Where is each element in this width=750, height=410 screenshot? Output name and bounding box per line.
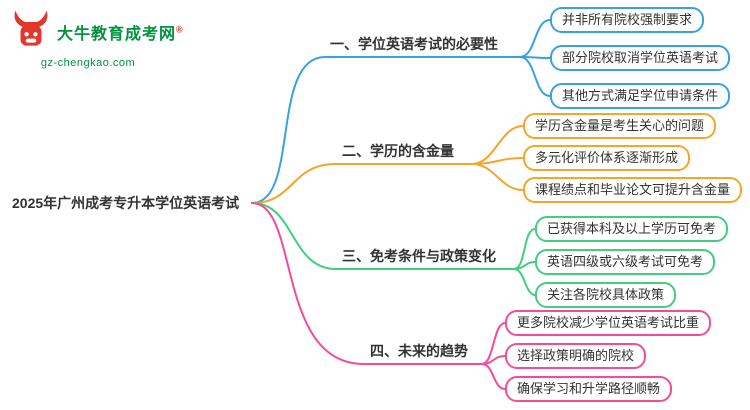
registered-mark: ® bbox=[176, 24, 184, 35]
leaf-node: 其他方式满足学位申请条件 bbox=[550, 83, 731, 109]
leaf-node: 英语四级或六级考试可免考 bbox=[535, 249, 716, 275]
leaf-node: 多元化评价体系逐渐形成 bbox=[523, 145, 691, 171]
leaf-node: 已获得本科及以上学历可免考 bbox=[535, 216, 729, 242]
logo-title: 大牛教育成考网® bbox=[57, 24, 184, 43]
logo-domain: gz-chengkao.com bbox=[40, 57, 136, 69]
leaf-node: 确保学习和升学路径顺畅 bbox=[505, 376, 673, 402]
site-logo: 大牛教育成考网® gz-chengkao.com bbox=[10, 8, 183, 69]
branch-2-label: 二、学历的含金量 bbox=[342, 143, 454, 159]
bull-logo-icon bbox=[10, 8, 52, 55]
leaf-node: 学历含金量是考生关心的问题 bbox=[523, 113, 717, 139]
leaf-node: 课程绩点和毕业论文可提升含金量 bbox=[523, 177, 743, 203]
leaf-node: 关注各院校具体政策 bbox=[535, 282, 677, 308]
branch-1-label: 一、学位英语考试的必要性 bbox=[330, 36, 498, 52]
leaf-node: 并非所有院校强制要求 bbox=[550, 7, 705, 33]
root-node: 2025年广州成考专升本学位英语考试 bbox=[12, 195, 240, 211]
leaf-node: 选择政策明确的院校 bbox=[505, 343, 647, 369]
leaf-node: 更多院校减少学位英语考试比重 bbox=[505, 310, 712, 336]
leaf-node: 部分院校取消学位英语考试 bbox=[550, 45, 731, 71]
branch-4-label: 四、未来的趋势 bbox=[370, 343, 468, 359]
branch-3-label: 三、免考条件与政策变化 bbox=[342, 248, 496, 264]
